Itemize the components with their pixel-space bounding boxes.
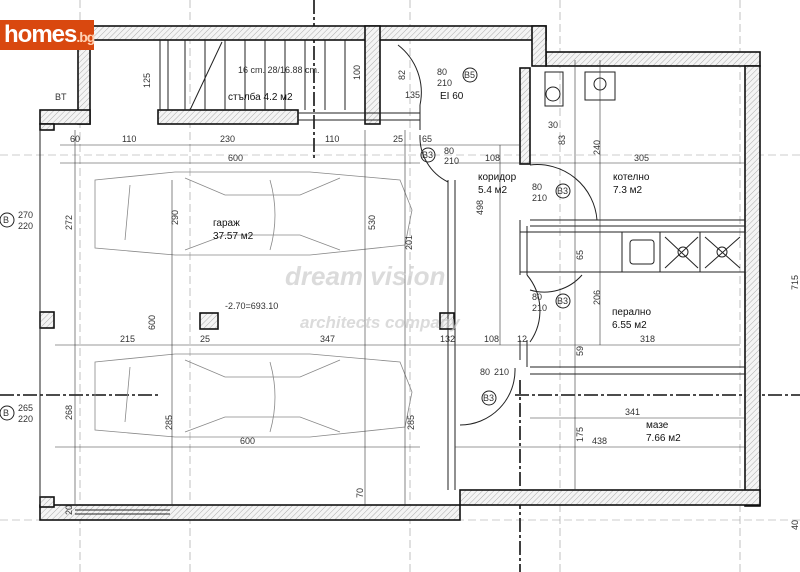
- fire-rating: EI 60: [440, 91, 464, 102]
- svg-text:108: 108: [484, 334, 499, 344]
- svg-text:132: 132: [440, 334, 455, 344]
- svg-text:265: 265: [18, 403, 33, 413]
- svg-text:341: 341: [625, 407, 640, 417]
- svg-text:201: 201: [404, 235, 414, 250]
- svg-text:65: 65: [422, 134, 432, 144]
- svg-text:600: 600: [240, 436, 255, 446]
- svg-text:108: 108: [485, 153, 500, 163]
- svg-text:600: 600: [228, 153, 243, 163]
- svg-text:210: 210: [494, 367, 509, 377]
- svg-text:125: 125: [142, 73, 152, 88]
- room-name-garage: гараж: [213, 218, 240, 229]
- watermark-line1: dream vision: [285, 261, 445, 291]
- car-top: [94, 171, 413, 256]
- svg-text:272: 272: [64, 215, 74, 230]
- svg-text:59: 59: [575, 346, 585, 356]
- svg-text:268: 268: [64, 405, 74, 420]
- room-area-laundry: 6.55 м2: [612, 320, 647, 331]
- svg-text:206: 206: [592, 290, 602, 305]
- room-area-basement: 7.66 м2: [646, 433, 681, 444]
- svg-text:498: 498: [475, 200, 485, 215]
- room-area-boiler: 7.3 м2: [613, 185, 643, 196]
- svg-text:80: 80: [532, 182, 542, 192]
- svg-text:305: 305: [634, 153, 649, 163]
- svg-text:220: 220: [18, 414, 33, 424]
- dimension-texts: 60 110 230 110 25 65 30 600 215 25 347 1…: [64, 65, 800, 530]
- svg-text:215: 215: [120, 334, 135, 344]
- svg-text:B: B: [3, 215, 9, 225]
- svg-text:20: 20: [64, 505, 74, 515]
- svg-text:83: 83: [557, 135, 567, 145]
- car-bottom: [94, 353, 413, 438]
- svg-text:B3: B3: [422, 150, 433, 160]
- homes-bg-logo[interactable]: homes.bg: [0, 20, 95, 50]
- svg-text:110: 110: [325, 134, 339, 144]
- svg-text:210: 210: [532, 303, 547, 313]
- svg-text:210: 210: [437, 78, 452, 88]
- svg-text:12: 12: [517, 334, 527, 344]
- room-area-corridor: 5.4 м2: [478, 185, 508, 196]
- svg-text:B: B: [3, 408, 9, 418]
- svg-text:25: 25: [200, 334, 210, 344]
- svg-text:B3: B3: [483, 393, 494, 403]
- svg-text:290: 290: [170, 210, 180, 225]
- watermark-line2: architects company: [300, 313, 461, 332]
- door-tag-b3-basement: B3 80 210: [480, 367, 509, 406]
- svg-text:60: 60: [70, 134, 80, 144]
- svg-text:40: 40: [790, 520, 800, 530]
- svg-text:230: 230: [220, 134, 235, 144]
- svg-text:70: 70: [355, 488, 365, 498]
- svg-text:270: 270: [18, 210, 33, 220]
- partitions: [39, 40, 746, 515]
- svg-text:135: 135: [405, 90, 420, 100]
- svg-text:347: 347: [320, 334, 335, 344]
- svg-text:80: 80: [532, 292, 542, 302]
- room-name-basement: мазе: [646, 420, 669, 431]
- vent-mark: BT: [55, 92, 67, 102]
- svg-text:285: 285: [406, 415, 416, 430]
- svg-text:600: 600: [147, 315, 157, 330]
- svg-text:82: 82: [397, 70, 407, 80]
- stair-treads: [184, 40, 346, 111]
- svg-text:438: 438: [592, 436, 607, 446]
- logo-brand: homes: [4, 21, 77, 48]
- svg-text:80: 80: [444, 146, 454, 156]
- level-mark: -2.70=693.10: [225, 301, 278, 311]
- svg-text:B5: B5: [464, 70, 475, 80]
- stair-note: 16 cm. 28/16.88 cm.: [238, 65, 320, 75]
- svg-text:175: 175: [575, 427, 585, 442]
- svg-text:240: 240: [592, 140, 602, 155]
- svg-text:25: 25: [393, 134, 403, 144]
- room-name-boiler: котелно: [613, 172, 650, 183]
- svg-text:220: 220: [18, 221, 33, 231]
- svg-text:318: 318: [640, 334, 655, 344]
- svg-text:80: 80: [437, 67, 447, 77]
- room-name-corridor: коридор: [478, 172, 517, 183]
- svg-text:210: 210: [532, 193, 547, 203]
- svg-text:65: 65: [575, 250, 585, 260]
- svg-text:110: 110: [122, 134, 136, 144]
- dimension-lines: [55, 60, 745, 505]
- svg-text:285: 285: [164, 415, 174, 430]
- svg-text:530: 530: [367, 215, 377, 230]
- logo-tld: .bg: [76, 29, 95, 45]
- room-area-garage: 37.57 м2: [213, 231, 254, 242]
- room-name-laundry: перално: [612, 307, 651, 318]
- svg-text:B3: B3: [557, 296, 568, 306]
- walls: [39, 25, 761, 521]
- svg-text:30: 30: [548, 120, 558, 130]
- svg-text:100: 100: [352, 65, 362, 80]
- svg-text:715: 715: [790, 275, 800, 290]
- svg-text:210: 210: [444, 156, 459, 166]
- svg-text:80: 80: [480, 367, 490, 377]
- svg-text:B3: B3: [557, 186, 568, 196]
- room-label-stair: стълба 4.2 м2: [228, 91, 293, 103]
